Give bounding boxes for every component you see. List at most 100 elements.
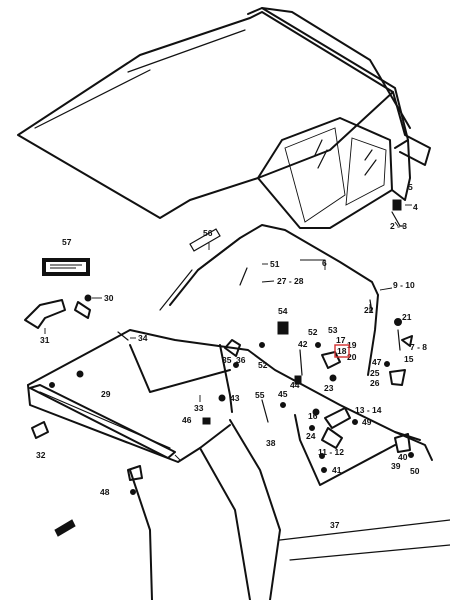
callout-32: 32	[36, 450, 46, 460]
callout-19: 19	[347, 340, 357, 350]
bow-end-52	[197, 237, 241, 271]
screw-52-right	[315, 342, 321, 348]
rod-42	[299, 349, 303, 376]
screw-45	[280, 402, 286, 408]
screw-36	[233, 362, 239, 368]
latch-11-12	[321, 427, 343, 449]
callout-38: 38	[266, 438, 276, 448]
part-44	[294, 375, 302, 385]
bracket-30	[74, 301, 91, 319]
callout-29: 29	[101, 389, 111, 399]
clip-34	[117, 331, 129, 341]
bolt-2-3	[391, 211, 405, 227]
callout-5: 5	[408, 182, 413, 192]
callout-37: 37	[330, 520, 340, 530]
callout-43: 43	[230, 393, 240, 403]
body-pillar	[229, 419, 281, 600]
callout-25: 25	[370, 368, 380, 378]
fitting-21	[394, 318, 402, 326]
rear-body-frame	[27, 329, 450, 600]
nut-23	[329, 374, 337, 382]
side-window-frame	[257, 117, 393, 229]
roof-rear-rail-top	[261, 7, 411, 129]
callout-48: 48	[100, 487, 110, 497]
nut-16	[312, 408, 320, 416]
rear-corner-bracket	[394, 431, 433, 461]
door-frame-lower	[129, 469, 153, 600]
leader-29	[174, 454, 181, 461]
hinge-35-36	[224, 339, 241, 357]
callout-11: 11 - 12	[318, 447, 344, 457]
bracket-13-14	[324, 407, 351, 429]
callout-49: 49	[362, 417, 372, 427]
screw-41b	[321, 467, 327, 473]
roof-panel-outline	[17, 11, 394, 219]
label-plate-57-print	[50, 264, 82, 269]
leader-27-28	[261, 280, 275, 283]
screw-49	[352, 419, 358, 425]
callout-15: 15	[404, 354, 414, 364]
bracket-7-8	[401, 335, 413, 347]
callout-20: 20	[347, 352, 357, 362]
callout-16: 16	[308, 411, 318, 421]
leader-lines	[44, 221, 399, 461]
callout-18: 18	[337, 346, 347, 356]
screw-29b	[49, 382, 55, 388]
callout-55: 55	[255, 390, 265, 400]
callout-22: 22	[364, 305, 374, 315]
latch-25-26	[389, 369, 406, 386]
highlight-box-18	[334, 344, 350, 358]
screw-24	[309, 425, 315, 431]
callout-34: 34	[138, 333, 148, 343]
roof-bow-6-leg	[367, 294, 379, 376]
callout-35: 35	[222, 355, 232, 365]
clip-32-right	[127, 465, 143, 481]
roof-fittings	[391, 199, 412, 227]
roof-crease-line	[127, 29, 246, 73]
callout-21: 21	[402, 312, 412, 322]
callout-56: 56	[203, 228, 213, 238]
roof-rear-rail	[247, 7, 409, 149]
callout-23: 23	[324, 383, 334, 393]
roof-bows	[129, 224, 396, 486]
roof-bow-33-drop	[219, 344, 233, 413]
callout-24: 24	[306, 431, 316, 441]
callout-42: 42	[298, 339, 308, 349]
callout-45: 45	[278, 389, 288, 399]
small-parts	[24, 258, 414, 537]
nut-43	[218, 394, 226, 402]
part-31-strap	[24, 299, 66, 329]
screw-29a	[76, 370, 84, 378]
latch-53	[321, 351, 341, 369]
callout-6: 6	[322, 258, 327, 268]
callout-41: 41	[332, 465, 342, 475]
callout-52b: 52	[308, 327, 318, 337]
callout-7: 7 - 8	[410, 342, 427, 352]
header-bar-29	[29, 384, 176, 459]
callout-9: 9 - 10	[393, 280, 415, 290]
roof-front-edge-line	[34, 69, 151, 129]
callout-30: 30	[104, 293, 114, 303]
roof-bow-33	[129, 344, 231, 393]
callout-57: 57	[62, 237, 72, 247]
callout-53: 53	[328, 325, 338, 335]
callout-13: 13 - 14	[355, 405, 382, 415]
body-side-line	[279, 519, 450, 541]
screw-52-left	[259, 342, 265, 348]
clip-32-left	[31, 421, 49, 439]
glass-reflection-lines	[314, 139, 377, 176]
leader-6	[300, 259, 326, 270]
callout-31: 31	[40, 335, 50, 345]
side-window-glass-front	[284, 127, 346, 223]
callout-4: 4	[413, 202, 418, 212]
callout-40: 40	[398, 452, 408, 462]
callout-46: 46	[182, 415, 192, 425]
roof-bow-37	[294, 414, 396, 486]
bracket-39-40	[394, 433, 411, 453]
clip-5	[392, 199, 402, 211]
callout-39: 39	[391, 461, 401, 471]
rod-15	[397, 329, 401, 351]
callout-44: 44	[290, 380, 300, 390]
